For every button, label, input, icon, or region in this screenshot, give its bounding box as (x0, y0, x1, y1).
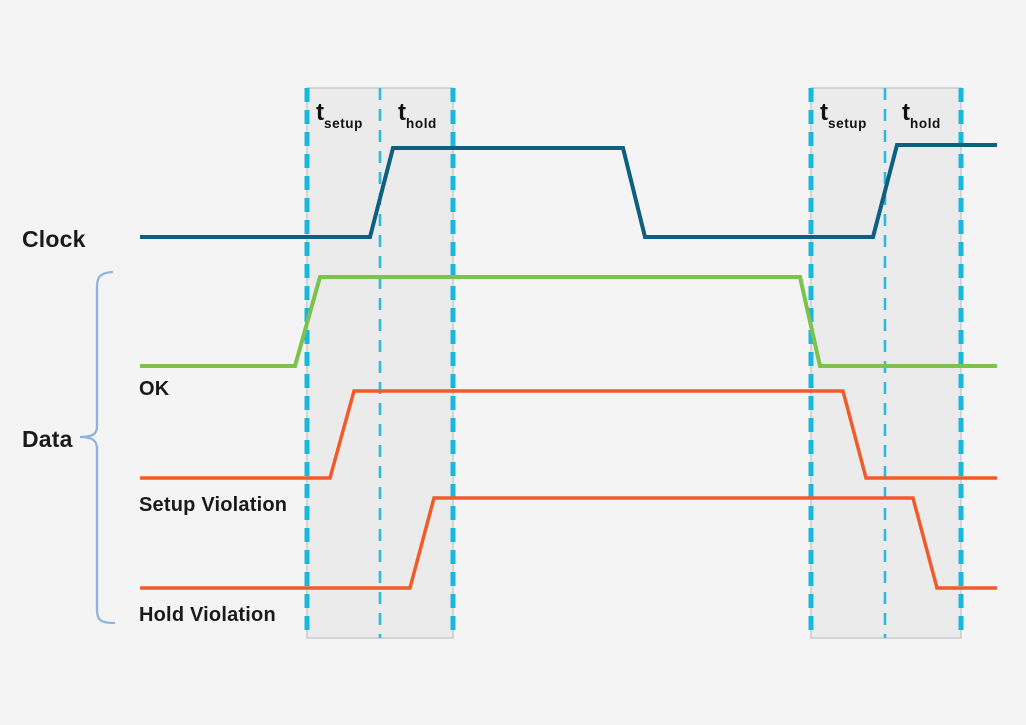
timing-window-2: tsetup thold (808, 87, 964, 639)
setup-violation-waveform (140, 389, 997, 480)
hold-violation-waveform (140, 496, 997, 590)
data-label: Data (22, 426, 73, 452)
ok-data-waveform (140, 275, 997, 368)
ok-label: OK (139, 378, 170, 400)
tsetup-label: tsetup (820, 99, 867, 131)
clock-label: Clock (22, 226, 86, 252)
clock-waveform (140, 143, 997, 239)
thold-label: thold (398, 99, 437, 131)
data-group-brace (79, 270, 116, 625)
thold-label: thold (902, 99, 941, 131)
timing-window-1: tsetup thold (304, 87, 456, 639)
setup-violation-label: Setup Violation (139, 494, 287, 516)
tsetup-label: tsetup (316, 99, 363, 131)
hold-violation-label: Hold Violation (139, 604, 276, 626)
